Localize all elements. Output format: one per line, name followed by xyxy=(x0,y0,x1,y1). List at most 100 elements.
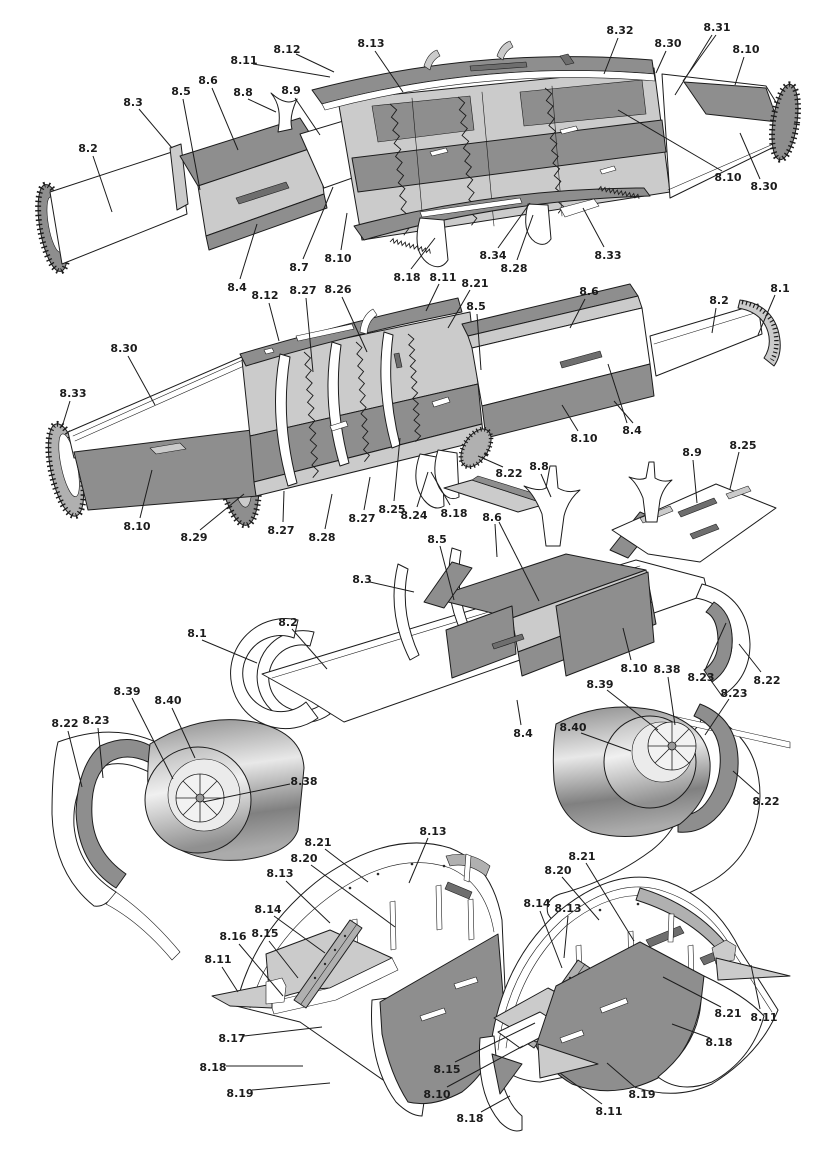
leader-line xyxy=(729,451,740,490)
part-label: 8.39 xyxy=(113,685,140,698)
part-label: 8.7 xyxy=(289,261,309,274)
leader-line xyxy=(243,1026,323,1037)
leader-line xyxy=(238,943,284,997)
leader-line xyxy=(291,628,328,670)
leader-line xyxy=(239,223,258,280)
part-label: 8.23 xyxy=(687,671,714,684)
part-label: 8.18 xyxy=(199,1061,226,1074)
leader-line xyxy=(671,1023,711,1039)
leader-line xyxy=(295,53,335,73)
leader-line xyxy=(667,676,676,726)
leader-line xyxy=(324,493,333,530)
part-label: 8.6 xyxy=(482,511,502,524)
part-label: 8.5 xyxy=(427,533,447,546)
leader-line xyxy=(310,864,396,928)
leader-line xyxy=(539,910,563,969)
leader-line xyxy=(251,1082,331,1091)
part-label: 8.30 xyxy=(750,180,777,193)
part-label: 8.23 xyxy=(82,714,109,727)
part-label: 8.25 xyxy=(378,503,405,516)
part-8.2-tail-panel xyxy=(649,303,763,377)
part-label: 8.2 xyxy=(278,616,298,629)
part-label: 8.14 xyxy=(523,897,550,910)
part-label: 8.5 xyxy=(466,300,486,313)
leader-line xyxy=(447,289,471,329)
leader-line xyxy=(305,297,314,373)
leader-line xyxy=(92,155,113,213)
part-label: 8.11 xyxy=(429,271,456,284)
leader-line xyxy=(393,437,401,502)
leader-line xyxy=(674,34,713,96)
part-label: 8.29 xyxy=(180,531,207,544)
part-label: 8.13 xyxy=(419,825,446,838)
leader-line xyxy=(498,521,540,602)
leader-line xyxy=(285,880,331,924)
part-label: 8.10 xyxy=(570,432,597,445)
part-label: 8.25 xyxy=(729,439,756,452)
figure-hull-base-frame xyxy=(230,461,777,730)
part-8.11-fin xyxy=(537,1043,599,1079)
part-8.3-plate xyxy=(169,143,189,211)
leader-line xyxy=(738,643,762,673)
leader-line xyxy=(369,581,415,593)
leader-line xyxy=(294,97,321,136)
leader-line xyxy=(202,783,291,803)
leader-line xyxy=(613,400,634,424)
leader-line xyxy=(711,307,717,334)
leader-line xyxy=(606,1062,637,1089)
part-label: 8.27 xyxy=(267,524,294,537)
labels-engine-nacelle-right: 8.398.388.238.408.22 xyxy=(559,663,779,808)
part-label: 8.3 xyxy=(352,573,372,586)
part-label: 8.19 xyxy=(628,1088,655,1101)
leader-line xyxy=(211,87,239,151)
part-label: 8.4 xyxy=(622,424,642,437)
leader-line xyxy=(138,108,173,149)
part-label: 8.30 xyxy=(654,37,681,50)
part-label: 8.40 xyxy=(559,721,586,734)
leader-line xyxy=(430,471,451,506)
leader-line xyxy=(302,186,334,260)
leader-line xyxy=(607,363,628,424)
part-label: 8.1 xyxy=(187,627,207,640)
part-label: 8.16 xyxy=(219,930,246,943)
leader-line xyxy=(622,627,632,661)
part-label: 8.17 xyxy=(218,1032,245,1045)
part-8.1-crescent xyxy=(256,630,331,724)
part-label: 8.30 xyxy=(110,342,137,355)
figure-bow-hull-left xyxy=(211,842,507,1117)
part-8.10-side-panel xyxy=(555,571,655,677)
part-label: 8.33 xyxy=(594,249,621,262)
part-label: 8.19 xyxy=(226,1087,253,1100)
leader-line xyxy=(268,940,299,979)
part-label: 8.5 xyxy=(171,85,191,98)
part-8.14-ladder-strip xyxy=(293,919,363,1009)
leader-line xyxy=(569,298,586,329)
leader-line xyxy=(410,237,436,270)
leader-line xyxy=(692,459,698,504)
leader-line xyxy=(603,37,619,75)
part-label: 8.31 xyxy=(703,21,730,34)
part-label: 8.38 xyxy=(653,663,680,676)
leader-line xyxy=(439,545,455,601)
part-label: 8.11 xyxy=(230,54,257,67)
part-label: 8.3 xyxy=(123,96,143,109)
part-label: 8.12 xyxy=(251,289,278,302)
leader-line xyxy=(477,455,504,468)
leader-line xyxy=(408,837,429,884)
leader-line xyxy=(582,207,605,248)
leader-line xyxy=(704,622,727,671)
part-label: 8.28 xyxy=(500,262,527,275)
part-label: 8.10 xyxy=(732,43,759,56)
leader-line xyxy=(273,915,326,954)
part-8.8-fork-frame xyxy=(523,465,581,547)
part-label: 8.10 xyxy=(123,520,150,533)
part-label: 8.11 xyxy=(750,1011,777,1024)
leader-line xyxy=(561,404,579,432)
leader-line xyxy=(171,707,196,759)
part-label: 8.24 xyxy=(400,509,427,522)
